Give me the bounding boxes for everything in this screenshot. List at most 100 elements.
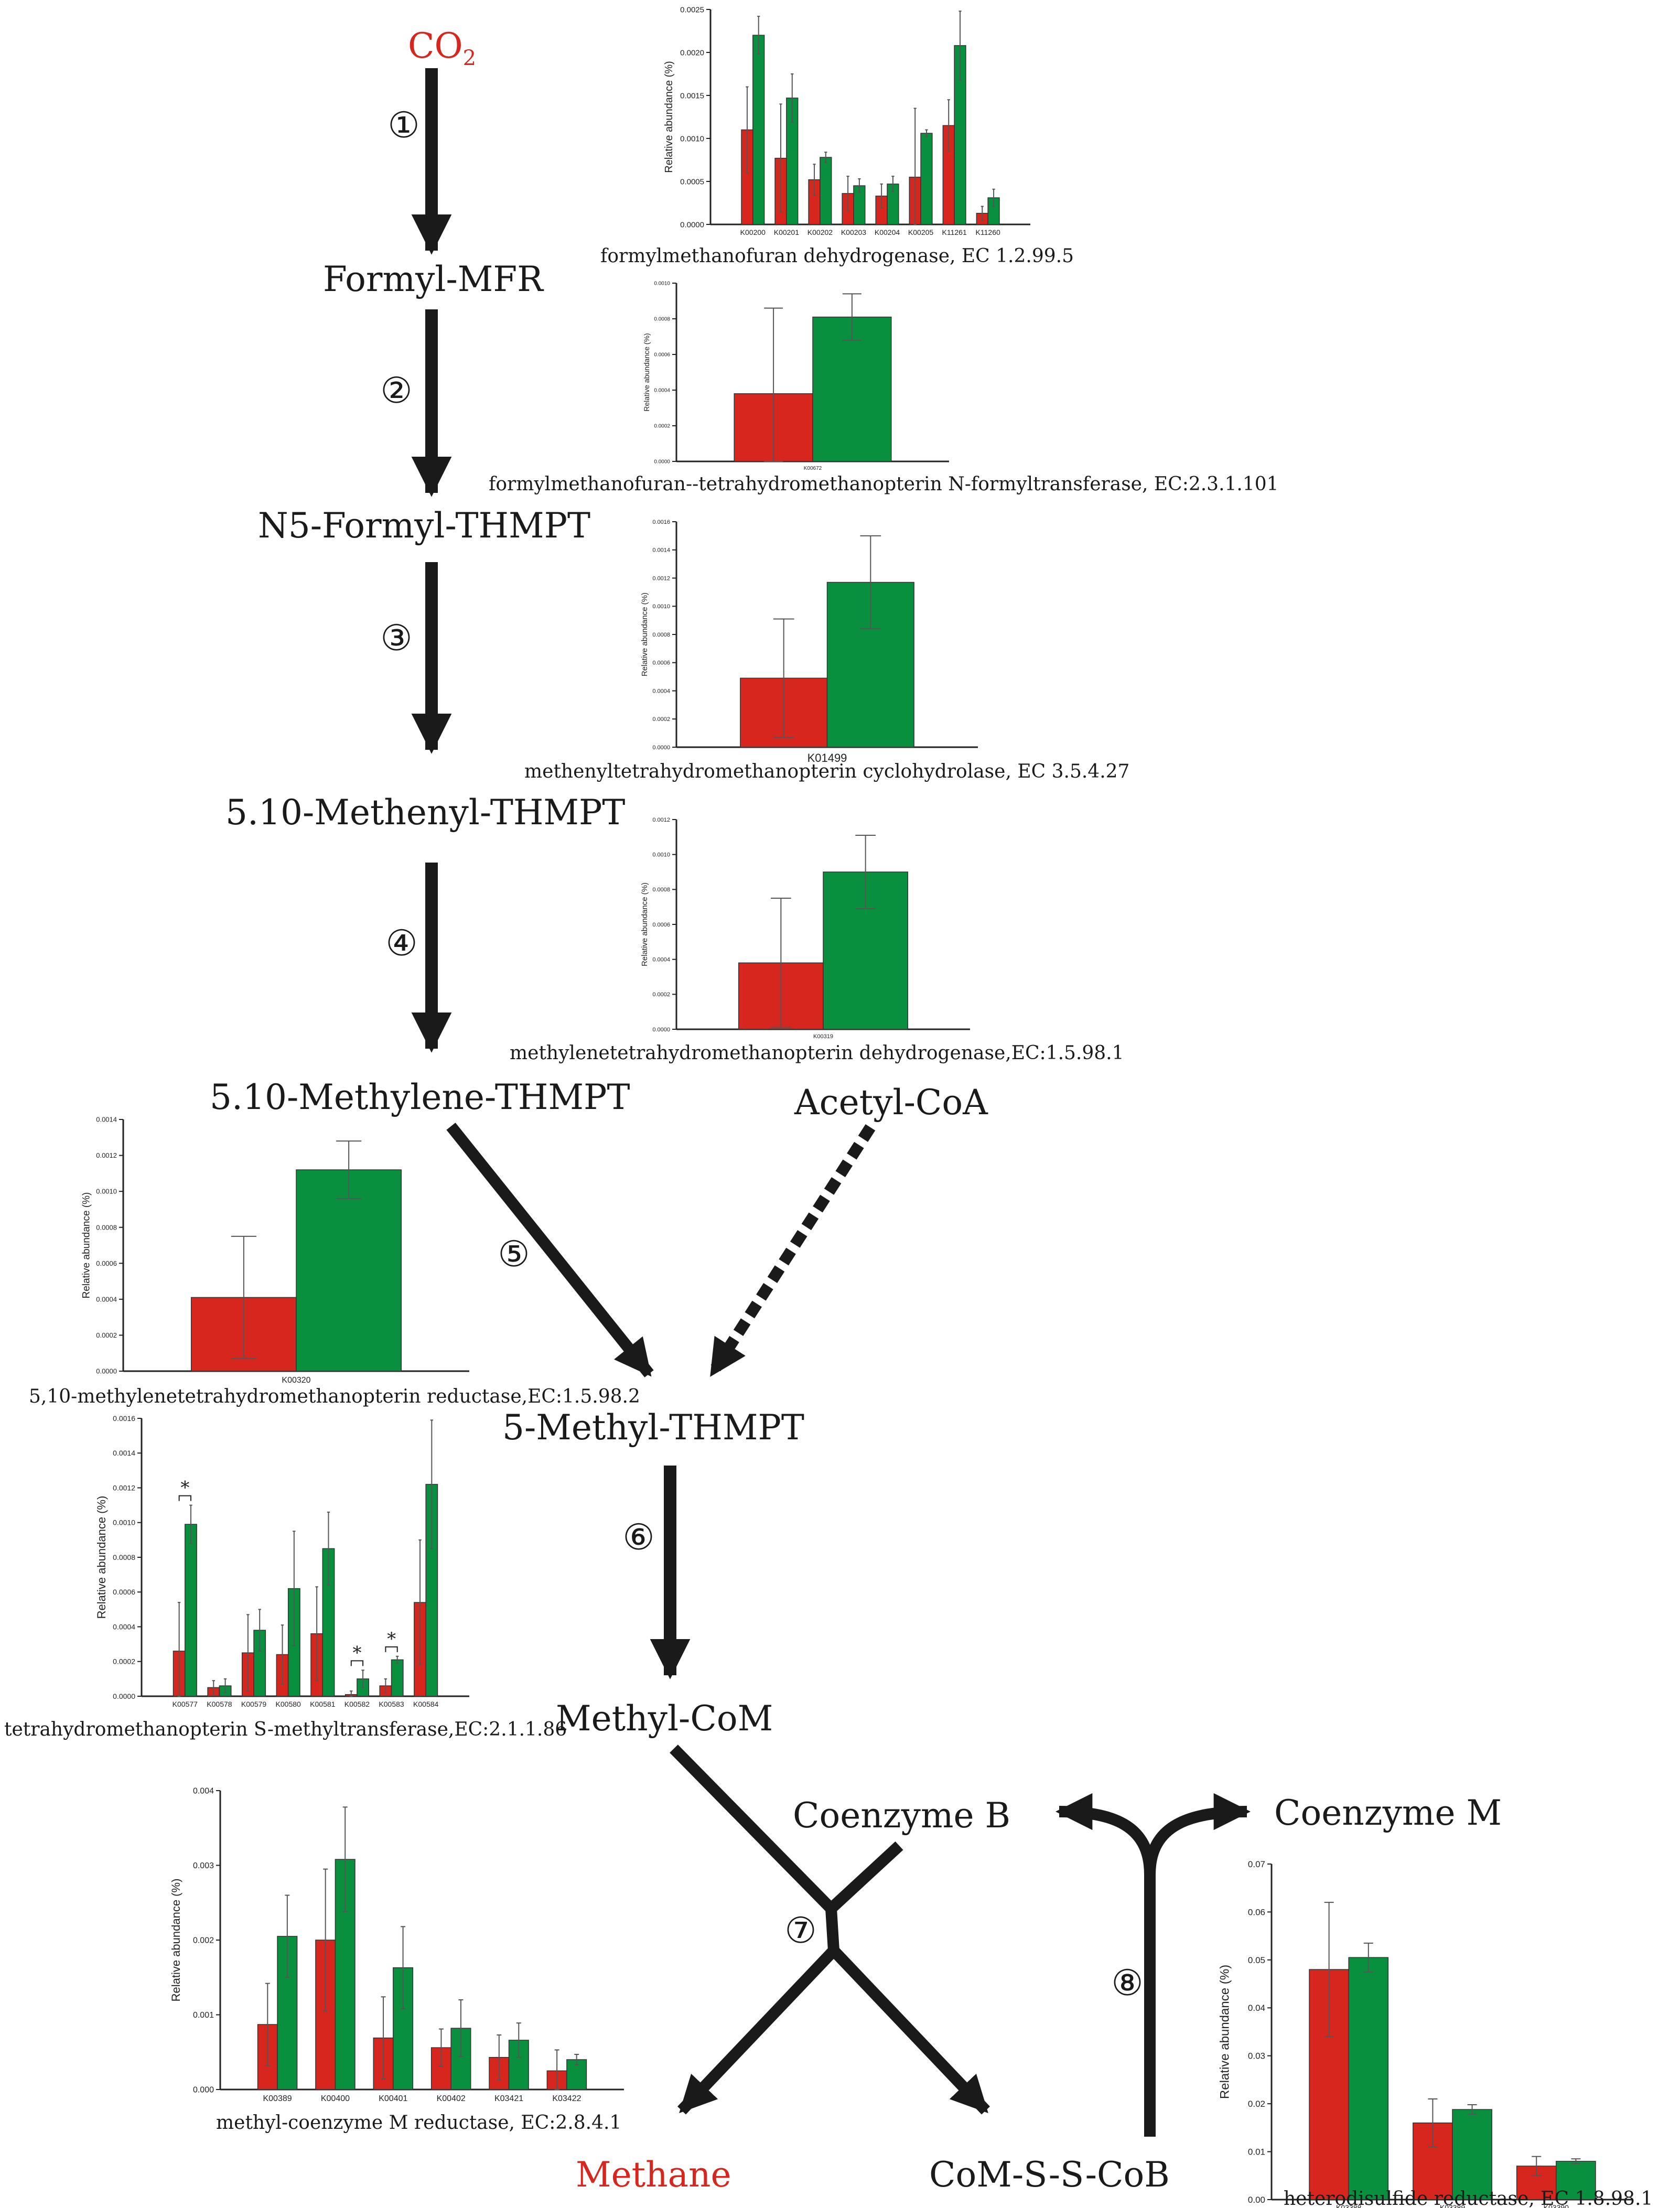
category-label: K00205 [908, 228, 933, 236]
y-tick-label: 0.0008 [654, 317, 670, 322]
chart-caption: formylmethanofuran--tetrahydromethanopte… [489, 473, 1279, 495]
y-tick-label: 0.0000 [652, 745, 670, 751]
y-axis-label: Relative abundance (%) [663, 61, 675, 173]
line-coenzyme-b-to-junction [827, 1841, 903, 1913]
y-axis-label: Relative abundance (%) [642, 333, 651, 411]
y-tick-label: 0.0008 [96, 1223, 117, 1231]
significance-star: * [387, 1629, 396, 1650]
chart-panel-1: 0.00000.00050.00100.00150.00200.0025Rela… [600, 5, 1074, 267]
y-tick-label: 0.0004 [652, 688, 670, 694]
y-tick-label: 0.000 [193, 2086, 214, 2095]
node-formyl-mfr: Formyl-MFR [323, 259, 544, 299]
category-label: K00580 [276, 1700, 301, 1708]
significance-star: * [352, 1642, 361, 1663]
y-tick-label: 0.0012 [652, 575, 670, 581]
category-label: K00579 [241, 1700, 266, 1708]
category-label: K03388 [1336, 2203, 1361, 2208]
y-tick-label: 0.0006 [652, 660, 670, 666]
chart-panel-5: 0.00000.00020.00040.00060.00080.00100.00… [29, 1116, 640, 1407]
y-tick-label: 0.004 [193, 1787, 214, 1796]
y-tick-label: 0.0025 [680, 5, 704, 14]
significance-bracket [350, 1660, 364, 1666]
step-6-label: ⑥ [623, 1517, 655, 1558]
y-tick-label: 0.0016 [113, 1414, 135, 1423]
y-tick-label: 0.00 [1248, 2195, 1265, 2205]
step-2-label: ② [381, 370, 413, 412]
y-tick-label: 0.0010 [680, 134, 704, 143]
chart-panel-2: 0.00000.00020.00040.00060.00080.0010Rela… [489, 281, 1279, 496]
step-numbers: ① ② ③ ④ ⑤ ⑥ ⑦ ⑧ [381, 105, 1144, 2004]
y-tick-label: 0.0002 [654, 424, 670, 429]
category-label: K00581 [310, 1700, 335, 1708]
y-tick-label: 0.0016 [652, 519, 670, 525]
bar-K03388-s2 [1348, 1957, 1389, 2200]
y-tick-label: 0.0008 [652, 887, 670, 893]
category-label: K11260 [976, 228, 1000, 236]
category-label: K03422 [552, 2094, 581, 2103]
y-tick-label: 0.0000 [96, 1367, 117, 1375]
y-tick-label: 0.0010 [96, 1188, 117, 1195]
significance-bracket [385, 1646, 398, 1652]
y-tick-label: 0.0004 [113, 1622, 135, 1631]
node-co2: CO2 [408, 26, 476, 70]
bar-K00672-s2 [812, 316, 892, 462]
arrow-acetyl-coa-to-methyl-thmpt [707, 1124, 876, 1377]
y-tick-label: 0.0006 [96, 1259, 117, 1267]
arrow-recycling-to-coenzyme-b [1055, 1793, 1156, 1875]
category-label: K00584 [413, 1700, 438, 1708]
node-com-s-s-cob: CoM-S-S-CoB [929, 2155, 1170, 2195]
y-tick-label: 0.0014 [113, 1449, 135, 1457]
category-label: K00672 [804, 466, 822, 471]
y-tick-label: 0.0000 [654, 459, 670, 465]
category-label: K00200 [740, 228, 766, 236]
significance-bracket [178, 1495, 191, 1501]
node-labels: CO2 Formyl-MFR N5-Formyl-THMPT 5.10-Meth… [210, 26, 1502, 2195]
bar-K00205-s2 [920, 133, 933, 225]
chart-panel-6: 0.00000.00020.00040.00060.00080.00100.00… [4, 1414, 567, 1740]
y-axis-label: Relative abundance (%) [640, 593, 649, 676]
node-methylene-thmpt: 5.10-Methylene-THMPT [210, 1077, 630, 1117]
category-label: K00401 [379, 2094, 407, 2103]
chart-caption: heterodisulfide reductase, EC 1.8.98.1 [1284, 2188, 1653, 2208]
step-8-label: ⑧ [1112, 1963, 1144, 2004]
arrow-junction-to-methane [677, 1946, 838, 2115]
bar-K00320-s2 [296, 1169, 402, 1372]
step-4-label: ④ [386, 923, 418, 964]
y-tick-label: 0.0000 [652, 1027, 670, 1033]
y-tick-label: 0.03 [1248, 2051, 1265, 2061]
y-tick-label: 0.0006 [113, 1588, 135, 1596]
arrow-methylene-to-methyl-thmpt [446, 1123, 654, 1377]
y-tick-label: 0.04 [1248, 2003, 1265, 2013]
y-tick-label: 0.0015 [680, 91, 704, 100]
y-tick-label: 0.0000 [680, 220, 704, 229]
y-tick-label: 0.001 [193, 2011, 214, 2020]
category-label: K00204 [875, 228, 900, 236]
y-tick-label: 0.0002 [96, 1331, 117, 1339]
bar-K00583-s2 [391, 1659, 404, 1697]
bar-K00577-s2 [185, 1524, 197, 1697]
bar-K00202-s2 [820, 157, 832, 225]
chart-panel-3: 0.00000.00020.00040.00060.00080.00100.00… [524, 519, 1129, 782]
y-tick-label: 0.0010 [113, 1518, 135, 1527]
category-label: K03421 [494, 2094, 523, 2103]
node-methyl-thmpt: 5-Methyl-THMPT [502, 1407, 804, 1448]
y-tick-label: 0.0014 [96, 1116, 117, 1124]
pathway-arrows [411, 68, 1251, 2137]
y-tick-label: 0.0020 [680, 48, 704, 57]
category-label: K11261 [942, 228, 967, 236]
node-methenyl-thmpt: 5.10-Methenyl-THMPT [225, 792, 625, 833]
chart-caption: 5,10-methylenetetrahydromethanopterin re… [29, 1386, 640, 1407]
y-axis-label: Relative abundance (%) [169, 1879, 182, 2002]
arrow-junction-to-com-s-s-cob [830, 1946, 990, 2115]
step-1-label: ① [388, 105, 420, 146]
category-label: K00319 [813, 1033, 833, 1040]
category-label: K00389 [263, 2094, 292, 2103]
y-tick-label: 0.01 [1248, 2147, 1265, 2157]
category-label: K00202 [807, 228, 833, 236]
category-label: K00320 [282, 1376, 310, 1385]
bar-K03390-s2 [1556, 2161, 1596, 2200]
category-label: K00577 [173, 1700, 198, 1708]
y-tick-label: 0.002 [193, 1936, 214, 1945]
